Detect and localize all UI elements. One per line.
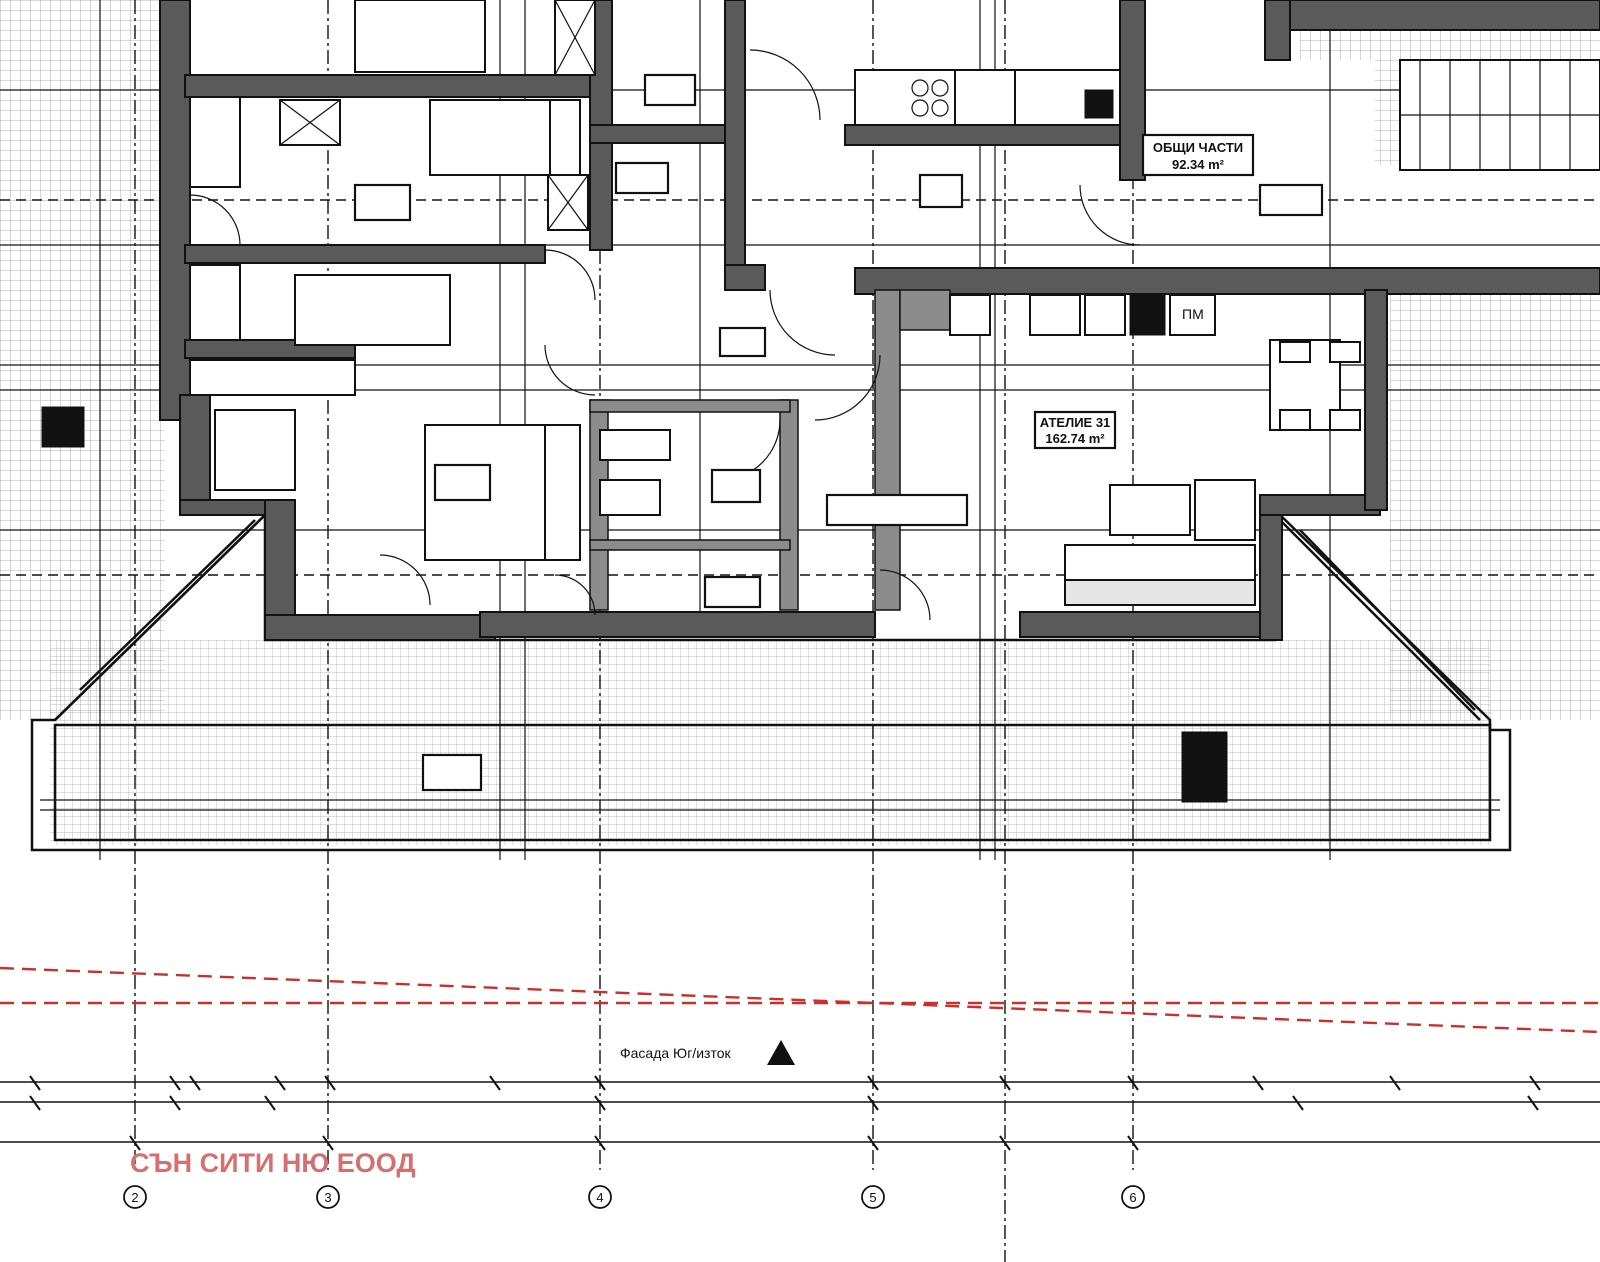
common-parts-title: ОБЩИ ЧАСТИ bbox=[1153, 140, 1243, 155]
atelier-title: АТЕЛИЕ 31 bbox=[1040, 415, 1111, 430]
axis-bubble-3: 3 bbox=[316, 1185, 340, 1209]
walls bbox=[159, 0, 1600, 641]
pm-label: ПМ bbox=[1182, 306, 1204, 322]
common-parts-area: 92.34 m² bbox=[1172, 157, 1225, 172]
facade-label: Фасада Юг/изток bbox=[620, 1045, 731, 1061]
dimension-lines bbox=[0, 1075, 1600, 1151]
axis-label: 5 bbox=[869, 1190, 876, 1205]
room-tags: АТЕЛИЕ 31 162.74 m² ОБЩИ ЧАСТИ 92.34 m² … bbox=[353, 73, 1324, 792]
axis-label: 4 bbox=[596, 1190, 603, 1205]
axis-bubble-6: 6 bbox=[1121, 1185, 1145, 1209]
axis-bubble-4: 4 bbox=[588, 1185, 612, 1209]
atelier-tag bbox=[1033, 410, 1117, 450]
triangle-icon bbox=[767, 1040, 795, 1065]
axis-label: 3 bbox=[324, 1190, 331, 1205]
axis-bubble-2: 2 bbox=[123, 1185, 147, 1209]
facade-marker: Фасада Юг/изток bbox=[620, 1040, 795, 1065]
axis-bubble-5: 5 bbox=[861, 1185, 885, 1209]
property-line bbox=[0, 966, 1600, 1034]
company-name: СЪН СИТИ НЮ ЕООД bbox=[130, 1148, 416, 1178]
fixtures bbox=[41, 0, 1600, 803]
axis-label: 2 bbox=[131, 1190, 138, 1205]
atelier-area: 162.74 m² bbox=[1045, 431, 1105, 446]
common-parts-tag bbox=[1141, 133, 1255, 177]
axis-bubbles: 2 3 4 5 6 bbox=[123, 1185, 1145, 1209]
axis-label: 6 bbox=[1129, 1190, 1136, 1205]
